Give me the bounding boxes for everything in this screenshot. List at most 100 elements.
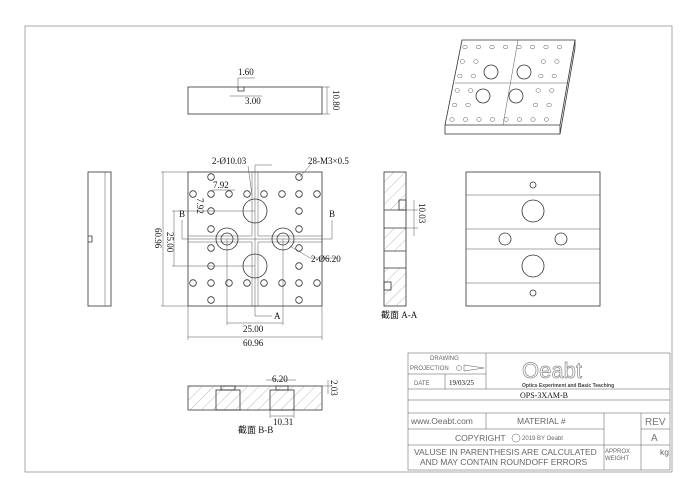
threaded-hole bbox=[207, 190, 215, 198]
approx-label: APPROX bbox=[605, 449, 630, 455]
threaded-hole bbox=[313, 190, 321, 198]
threaded-hole bbox=[207, 207, 215, 215]
iso-hole bbox=[516, 44, 522, 50]
section-bb-label: 截面 B-B bbox=[238, 424, 273, 435]
dim-hole-span-x: 25.00 bbox=[243, 324, 264, 334]
isometric-view bbox=[444, 39, 576, 135]
iso-hole bbox=[473, 59, 479, 64]
date-label: DATE bbox=[414, 381, 430, 387]
side-view bbox=[87, 171, 112, 307]
iso-hole bbox=[535, 88, 541, 93]
copyright-year: 2019 BY Oeabt bbox=[522, 436, 563, 442]
dim-threaded-holes: 28-M3×0.5 bbox=[308, 156, 349, 166]
tagline: Optics Experiment and Basic Teaching bbox=[522, 383, 614, 389]
iso-hole bbox=[557, 44, 562, 50]
dim-hole-span-y: 25.00 bbox=[165, 232, 175, 253]
logo: Oeabt bbox=[522, 358, 582, 383]
iso-hole bbox=[554, 59, 560, 64]
threaded-hole bbox=[295, 173, 303, 181]
iso-hole bbox=[452, 102, 458, 108]
material: MATERIAL # bbox=[517, 416, 566, 426]
iso-hole bbox=[490, 117, 495, 122]
iso-hole bbox=[476, 44, 481, 50]
iso-hole bbox=[544, 117, 549, 122]
section-b-marker-left: B bbox=[179, 209, 185, 219]
threaded-hole bbox=[295, 190, 303, 198]
iso-hole bbox=[546, 102, 552, 108]
website-link: www.Oeabt.com bbox=[410, 416, 473, 426]
section-aa-label: 截面 A-A bbox=[381, 309, 418, 320]
iso-hole bbox=[551, 73, 557, 79]
iso-hole bbox=[543, 44, 549, 50]
iso-hole bbox=[549, 88, 555, 93]
threaded-hole bbox=[225, 279, 233, 287]
section-a-marker: A bbox=[274, 311, 281, 321]
iso-hole bbox=[465, 102, 471, 108]
dim-depth: 2.03 bbox=[329, 380, 339, 396]
projection-label: PROJECTION bbox=[410, 366, 449, 372]
threaded-hole bbox=[207, 262, 215, 270]
threaded-hole bbox=[260, 279, 268, 287]
dim-thickness: 10.80 bbox=[331, 90, 341, 111]
threaded-hole bbox=[278, 190, 286, 198]
iso-hole bbox=[540, 59, 546, 64]
iso-hole bbox=[503, 44, 508, 50]
section-aa-view: 10.03 截面 A-A bbox=[381, 171, 427, 320]
section-bb-view: 6.20 10.31 2.03 截面 B-B bbox=[187, 374, 339, 435]
threaded-hole bbox=[207, 296, 215, 304]
threaded-hole bbox=[189, 279, 197, 287]
rev-value: A bbox=[651, 433, 658, 444]
dim-slot-depth: 1.60 bbox=[238, 67, 254, 77]
iso-hole bbox=[530, 44, 535, 50]
title-block: DRAWING PROJECTION DATE 19/03/25 Oeabt O… bbox=[407, 352, 671, 471]
iso-hole bbox=[476, 117, 482, 122]
iso-hole bbox=[462, 44, 468, 50]
iso-hole bbox=[463, 117, 468, 122]
threaded-hole bbox=[295, 262, 303, 270]
threaded-hole bbox=[295, 279, 303, 287]
threaded-hole bbox=[313, 279, 321, 287]
dim-big-holes: 2-Ø10.03 bbox=[212, 156, 247, 166]
threaded-hole bbox=[207, 225, 215, 233]
note-line-1: VALUSE IN PARENTHESIS ARE CALCULATED bbox=[414, 447, 597, 457]
drawing-label: DRAWING bbox=[430, 356, 459, 362]
weight-label: WEIGHT bbox=[605, 456, 629, 462]
dim-pitch-x: 7.92 bbox=[213, 180, 229, 190]
dim-counterbore-holes: 2-Ø6.20 bbox=[311, 254, 341, 264]
rev-label: REV bbox=[645, 417, 666, 428]
iso-hole bbox=[457, 73, 463, 79]
dim-pitch-y: 7.92 bbox=[195, 198, 205, 214]
threaded-hole bbox=[295, 244, 303, 252]
threaded-hole bbox=[225, 190, 233, 198]
date-value: 19/03/25 bbox=[449, 379, 474, 387]
threaded-hole bbox=[295, 296, 303, 304]
part-number: OPS-3XAM-B bbox=[520, 391, 568, 400]
dim-width: 60.96 bbox=[243, 338, 264, 348]
iso-hole bbox=[449, 117, 455, 122]
threaded-hole bbox=[243, 279, 251, 287]
drawing-border bbox=[24, 25, 673, 473]
back-view bbox=[465, 171, 601, 307]
weight-unit: kg bbox=[660, 447, 669, 457]
threaded-hole bbox=[207, 173, 215, 181]
copyright-icon bbox=[511, 433, 521, 443]
threaded-hole bbox=[243, 190, 251, 198]
threaded-hole bbox=[278, 279, 286, 287]
front-view: 2-Ø10.03 28-M3×0.5 7.92 7.92 2-Ø6.20 60.… bbox=[153, 156, 349, 348]
iso-hole bbox=[538, 73, 544, 79]
threaded-hole bbox=[295, 207, 303, 215]
threaded-hole bbox=[260, 190, 268, 198]
top-view: 1.60 3.00 10.80 bbox=[187, 67, 341, 115]
copyright-label: COPYRIGHT bbox=[455, 433, 506, 443]
dim-counterbore: 10.31 bbox=[273, 417, 293, 427]
iso-hole bbox=[517, 117, 522, 122]
dim-bore: 6.20 bbox=[272, 374, 288, 384]
note-line-2: AND MAY CONTAIN ROUNDOFF ERRORS bbox=[420, 457, 588, 467]
iso-hole bbox=[470, 73, 476, 79]
threaded-hole bbox=[207, 279, 215, 287]
threaded-hole bbox=[207, 244, 215, 252]
dim-slot-width: 3.00 bbox=[245, 96, 261, 106]
dim-section-aa: 10.03 bbox=[417, 203, 427, 224]
iso-hole bbox=[489, 44, 495, 50]
